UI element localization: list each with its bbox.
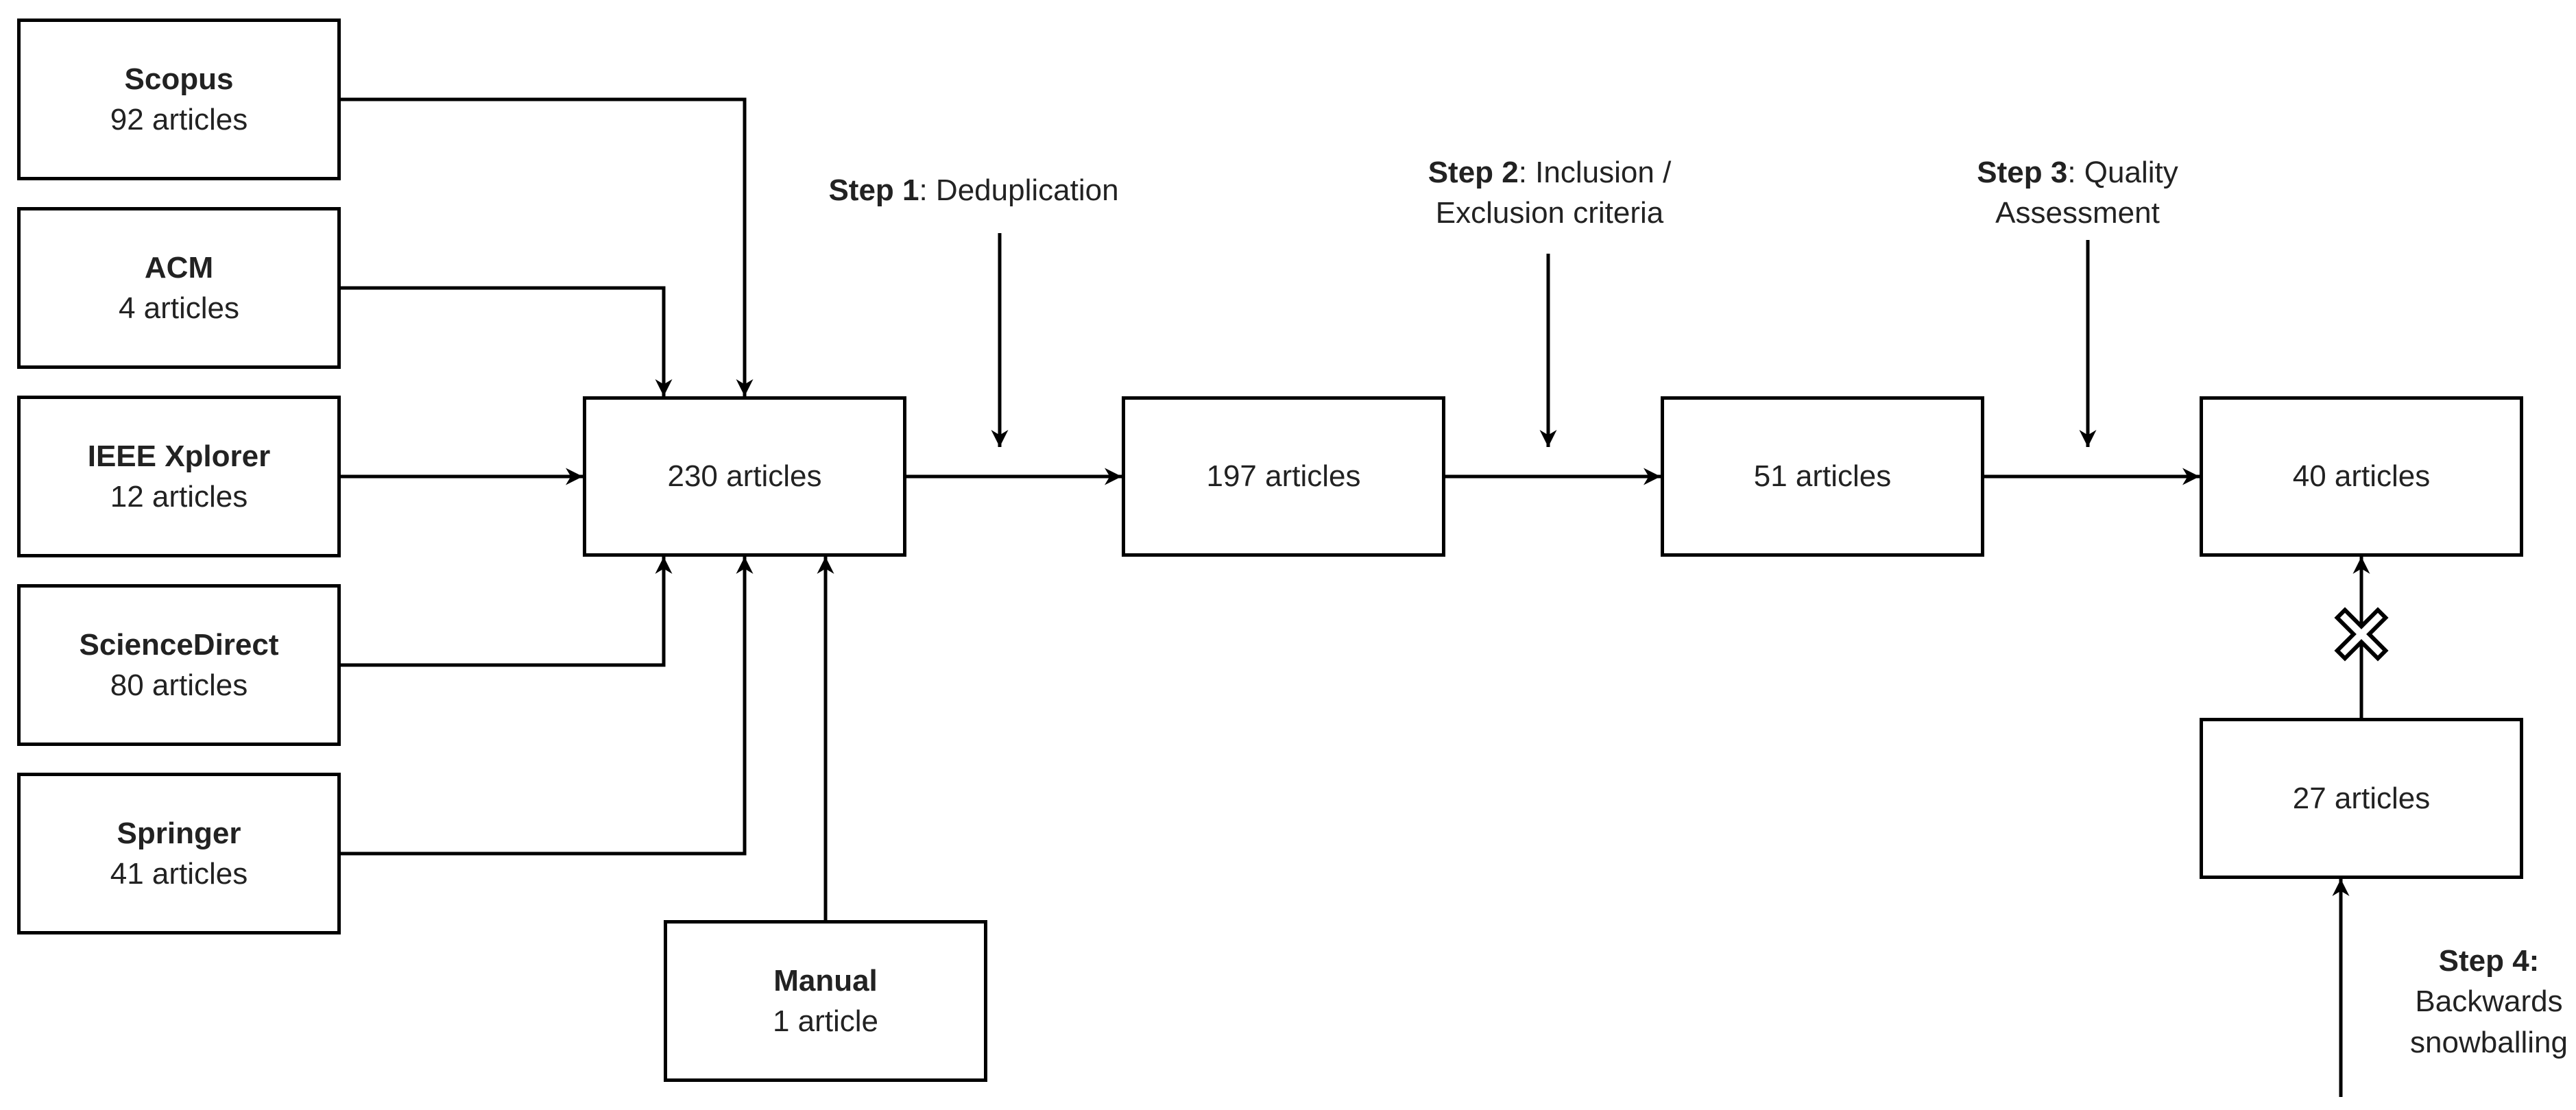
stage-box-27: 27 articles [2200,718,2523,879]
step-text: : Quality [2067,156,2178,189]
step-title: Step 1 [828,173,919,207]
stage-count: 51 articles [1753,459,1892,494]
step-title: Step 4: [2438,944,2540,978]
source-count: 12 articles [110,480,248,514]
source-name: IEEE Xplorer [87,439,271,473]
source-name: Scopus [124,62,234,96]
step-text: : Deduplication [919,173,1119,207]
edge-sciencedirect-230 [341,557,673,667]
edge-scopus-230 [341,97,754,396]
step-text-line2: Assessment [1995,196,2160,230]
edge-acm-230 [341,286,673,396]
source-count: 4 articles [118,291,240,325]
stage-box-197: 197 articles [1122,396,1445,557]
source-name: Springer [117,816,241,850]
step-title: Step 2 [1428,156,1519,189]
stage-count: 27 articles [2292,781,2431,815]
step-text-line2: Exclusion criteria [1435,196,1664,230]
source-box-acm: ACM 4 articles [17,207,341,369]
step-label-4: Step 4: Backwards snowballing [2407,941,2571,1063]
step-text: Backwards [2415,985,2563,1019]
step-label-2: Step 2: Inclusion / Exclusion criteria [1351,152,1748,234]
source-count: 80 articles [110,668,248,702]
stage-box-51: 51 articles [1661,396,1984,557]
stage-count: 197 articles [1206,459,1361,494]
step-text-line2: snowballing [2410,1025,2568,1059]
source-count: 92 articles [110,103,248,136]
step-text: : Inclusion / [1518,156,1672,189]
source-box-springer: Springer 41 articles [17,773,341,934]
source-box-manual: Manual 1 article [664,920,987,1082]
source-name: ScienceDirect [79,627,279,662]
stage-box-230: 230 articles [583,396,906,557]
source-box-scopus: Scopus 92 articles [17,19,341,180]
source-name: Manual [773,963,878,998]
stage-count: 40 articles [2292,459,2431,494]
step-title: Step 3 [1977,156,2068,189]
cross-icon [2334,607,2389,662]
step-label-1: Step 1: Deduplication [775,170,1172,210]
source-box-ieee-xplorer: IEEE Xplorer 12 articles [17,396,341,557]
step-label-3: Step 3: Quality Assessment [1879,152,2276,234]
source-count: 1 article [772,1004,879,1038]
edge-springer-230 [341,557,754,856]
stage-count: 230 articles [667,459,822,494]
source-count: 41 articles [110,857,248,891]
stage-box-40: 40 articles [2200,396,2523,557]
source-name: ACM [144,250,214,285]
source-box-sciencedirect: ScienceDirect 80 articles [17,584,341,746]
